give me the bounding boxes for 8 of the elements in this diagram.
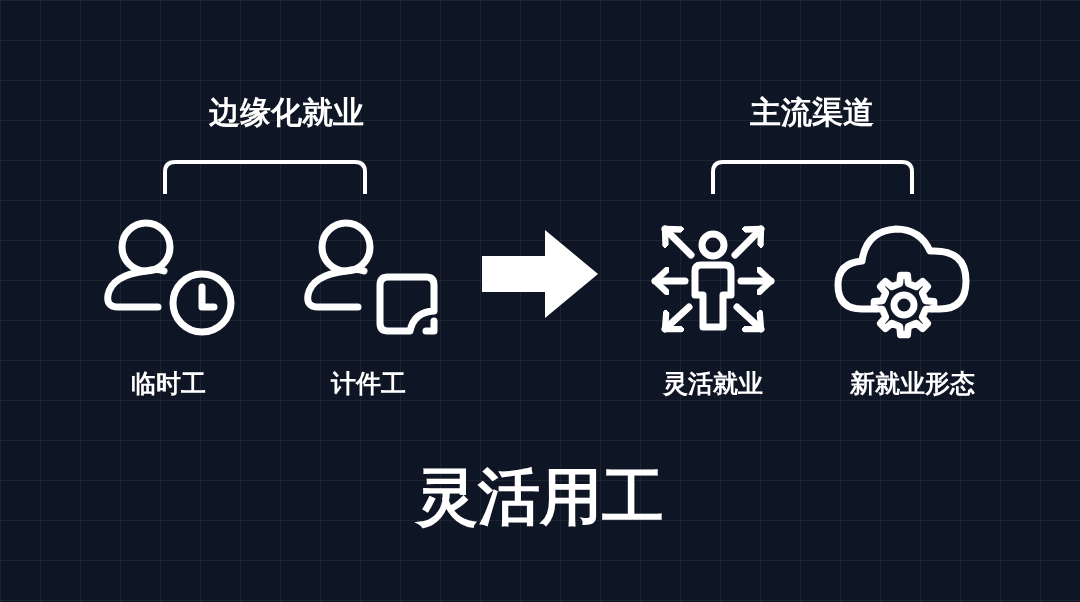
block-arrow bbox=[482, 230, 598, 318]
icon-label: 新就业形态 bbox=[849, 368, 975, 400]
caption: 灵活用工 bbox=[416, 459, 664, 535]
icon-label: 灵活就业 bbox=[663, 368, 763, 400]
group-heading: 主流渠道 bbox=[750, 93, 874, 132]
group-heading: 边缘化就业 bbox=[208, 93, 364, 132]
icon-label: 临时工 bbox=[130, 368, 206, 400]
icon-label: 计件工 bbox=[330, 368, 406, 400]
